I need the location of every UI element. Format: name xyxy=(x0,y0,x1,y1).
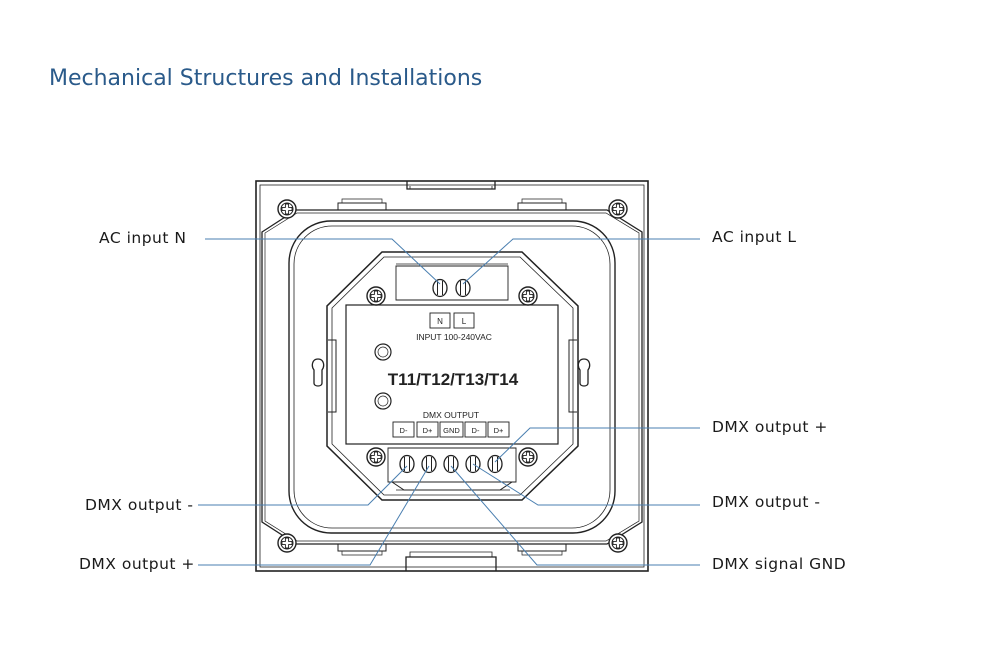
leader-dmx-output-minus-left xyxy=(198,465,408,506)
terminal-dmx-1-icon xyxy=(399,454,415,474)
leader-dmx-output-minus-right xyxy=(472,463,700,506)
terminal-dmx-2-icon xyxy=(421,454,437,474)
leader-dmx-output-plus-right xyxy=(494,427,700,463)
inner-frame xyxy=(261,209,643,545)
leader-dmx-output-plus-left xyxy=(198,465,430,566)
leader-ac-input-l xyxy=(462,238,700,285)
label-dmx-output-plus-left: DMX output + xyxy=(79,555,195,573)
terminal-l-icon xyxy=(455,278,471,298)
output-terminal-label: D- xyxy=(400,426,408,435)
page-title: Mechanical Structures and Installations xyxy=(49,66,483,91)
output-terminal-labels: D- D+ GND D- D+ xyxy=(392,421,510,438)
label-ac-input-l: AC input L xyxy=(712,228,797,246)
label-dmx-signal-gnd: DMX signal GND xyxy=(712,555,847,573)
terminal-gnd-icon xyxy=(443,454,459,474)
corner-screw-icon xyxy=(608,199,628,219)
input-terminal-l-label: L xyxy=(462,317,467,326)
input-terminal-labels: N L xyxy=(429,312,475,329)
output-terminal-label: D+ xyxy=(494,426,504,435)
corner-screw-icon xyxy=(608,533,628,553)
label-dmx-output-minus-right: DMX output - xyxy=(712,493,821,511)
output-terminal-label: GND xyxy=(443,426,460,435)
label-dmx-output-minus-left: DMX output - xyxy=(85,496,194,514)
corner-screw-icon xyxy=(277,199,297,219)
module-screw-icon xyxy=(518,286,538,306)
indicator-holes xyxy=(374,343,392,410)
input-terminal-n-label: N xyxy=(437,317,443,326)
leader-ac-input-n xyxy=(205,238,441,285)
output-terminal-label: D+ xyxy=(423,426,433,435)
input-rating-label: INPUT 100-240VAC xyxy=(416,332,492,342)
terminal-n-icon xyxy=(432,278,448,298)
rounded-panel xyxy=(288,220,616,534)
module-body xyxy=(326,251,579,501)
label-dmx-output-plus-right: DMX output + xyxy=(712,418,828,436)
label-ac-input-n: AC input N xyxy=(99,229,187,247)
keyhole-icon xyxy=(311,358,325,387)
leader-lines xyxy=(198,238,700,566)
leader-dmx-signal-gnd xyxy=(450,465,700,566)
corner-screw-icon xyxy=(277,533,297,553)
module-screw-icon xyxy=(366,286,386,306)
output-terminal-label: D- xyxy=(472,426,480,435)
terminal-dmx-5-icon xyxy=(487,454,503,474)
outer-frame xyxy=(255,180,649,572)
module-screw-icon xyxy=(366,447,386,467)
module-screw-icon xyxy=(518,447,538,467)
keyhole-icon xyxy=(577,358,591,387)
dmx-output-label: DMX OUTPUT xyxy=(423,410,479,420)
model-label: T11/T12/T13/T14 xyxy=(388,370,519,389)
